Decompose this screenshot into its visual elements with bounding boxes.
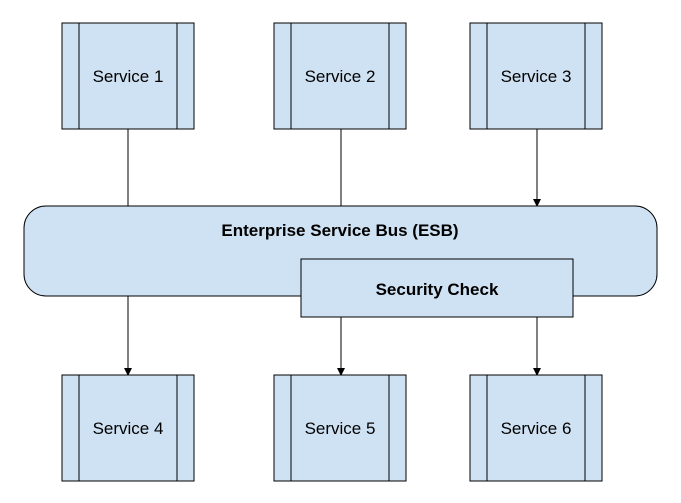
service-3-label: Service 3 [501,67,572,86]
service-1-box: Service 1 [61,22,195,130]
service-6-label: Service 6 [501,419,572,438]
esb-title: Enterprise Service Bus (ESB) [221,221,458,240]
security-check-label: Security Check [376,280,499,299]
service-2-box: Service 2 [273,22,407,130]
service-6-box: Service 6 [469,374,603,482]
service-4-box: Service 4 [61,374,195,482]
security-check-box: Security Check [300,258,574,318]
service-5-label: Service 5 [305,419,376,438]
service-2-label: Service 2 [305,67,376,86]
service-5-box: Service 5 [273,374,407,482]
service-1-label: Service 1 [93,67,164,86]
service-3-box: Service 3 [469,22,603,130]
service-4-label: Service 4 [93,419,164,438]
